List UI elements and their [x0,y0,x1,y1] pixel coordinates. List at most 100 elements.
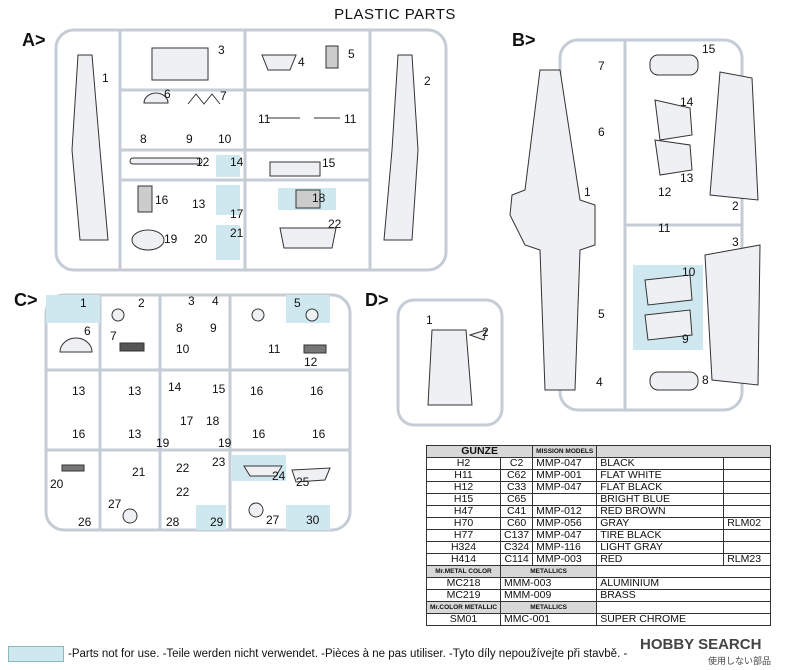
part-label: 5 [598,307,605,321]
part-label: 2 [138,296,145,310]
part-label: 1 [80,296,87,310]
part-label: 15 [322,156,336,170]
part-label: 2 [482,325,489,339]
sprue-d-parts [427,329,487,406]
part-label: 15 [702,42,716,56]
part-label: 11 [344,112,357,126]
part-label: 14 [230,155,244,169]
part-label: 26 [78,515,92,529]
part-label: 14 [168,380,182,394]
part-label: 9 [186,132,193,146]
part-label: 21 [132,465,146,479]
sprue-a-frame [54,28,448,272]
part-label: 22 [176,461,190,475]
part-label: 29 [210,515,224,529]
part-label: 13 [72,384,86,398]
part-label: 8 [140,132,147,146]
part-label: 1 [102,71,109,85]
part-label: 5 [294,296,301,310]
mrcolor-header: Mr.COLOR METALLIC METALLICS [425,601,772,614]
sprue-c-parts [59,308,331,524]
part-label: 12 [196,155,210,169]
part-label: 10 [682,265,696,279]
part-label: 28 [166,515,180,529]
part-label: 16 [312,427,326,441]
sprue-a-unused [216,155,336,260]
part-label: 2 [732,199,739,213]
part-label: 4 [596,375,603,389]
part-label: 6 [84,324,91,338]
part-label: 27 [266,513,280,527]
section-label-a: A> [22,30,46,50]
part-label: 16 [250,384,264,398]
part-label: 9 [682,332,689,346]
part-label: 18 [206,414,220,428]
part-label: 8 [702,373,709,387]
part-label: 13 [680,171,694,185]
part-label: 4 [298,55,305,69]
part-label: 13 [128,427,142,441]
part-label: 17 [230,207,244,221]
part-label: 19 [164,232,178,246]
part-label: 2 [424,74,431,88]
part-label: 1 [426,313,433,327]
part-label: 16 [72,427,86,441]
part-label: 12 [658,185,672,199]
metal-header: Mr.METAL COLOR METALLICS [425,565,772,578]
part-label: 4 [212,294,219,308]
part-label: 11 [268,342,281,356]
part-label: 10 [176,342,190,356]
part-label: 20 [194,232,208,246]
part-label: 16 [155,193,169,207]
part-label: 14 [680,95,694,109]
part-label: 13 [192,197,206,211]
part-label: 12 [304,355,318,369]
unused-parts-legend: -Parts not for use. -Teile werden nicht … [68,648,628,660]
part-label: 22 [176,485,190,499]
sprue-b-parts [509,54,761,391]
part-label: 7 [598,59,605,73]
part-label: 7 [220,89,227,103]
sprue-d-frame [396,298,504,427]
section-label-c: C> [14,290,38,310]
part-label: 7 [110,329,117,343]
part-label: 16 [310,384,324,398]
paint-header-gunze: GUNZE [425,445,534,458]
watermark: HOBBY SEARCH [640,636,762,653]
part-label: 6 [598,125,605,139]
part-label: 30 [306,513,320,527]
part-label: 27 [108,497,122,511]
sprue-c-frame [44,293,352,532]
part-label: 6 [164,87,171,101]
part-label: 3 [218,43,225,57]
part-label: 10 [218,132,232,146]
part-label: 15 [212,382,226,396]
part-label: 21 [230,226,244,240]
sprue-a-parts [71,45,419,251]
part-label: 20 [50,477,64,491]
part-label: 25 [296,475,310,489]
part-label: 18 [312,191,326,205]
section-label-b: B> [512,30,536,50]
part-label: 3 [732,235,739,249]
page-title: PLASTIC PARTS [334,6,456,23]
part-label: 1 [584,185,591,199]
part-label: 24 [272,469,286,483]
part-label: 8 [176,321,183,335]
watermark-sub: 使用しない部品 [708,656,772,666]
part-label: 5 [348,47,355,61]
